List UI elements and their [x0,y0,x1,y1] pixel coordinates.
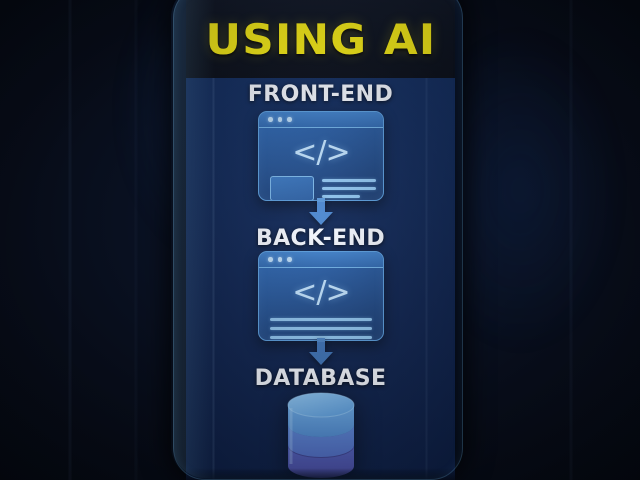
content-line [270,336,372,339]
content-line [270,327,372,330]
browser-titlebar [259,252,383,268]
page-title: USING AI [205,15,436,64]
content-line [270,318,372,321]
arrow-down-icon-front-to-back [186,198,455,226]
window-dot-icon [277,117,282,122]
window-dot-icon [268,257,273,262]
window-dot-icon [277,257,282,262]
back-end-browser-card[interactable]: </> [258,251,384,341]
phone-screen: USING AI FRONT-END </> BACK-END [186,0,455,480]
content-line [322,195,360,198]
front-end-browser-card[interactable]: </> [258,111,384,201]
browser-titlebar [259,112,383,128]
title-band: USING AI [186,0,455,78]
content-thumbnail [270,176,314,200]
code-brackets-icon: </> [259,270,383,314]
code-brackets-icon: </> [259,130,383,174]
step-label-database: DATABASE [186,366,455,391]
screen-vignette [186,0,455,480]
step-label-back-end: BACK-END [186,226,455,251]
arrow-down-icon-back-to-database [186,338,455,366]
content-line [322,179,376,182]
step-label-front-end: FRONT-END [186,82,455,107]
database-cylinder-icon[interactable] [285,392,357,480]
content-line [322,187,376,190]
window-dot-icon [287,117,292,122]
window-dot-icon [268,117,273,122]
screen-bottom-fade [186,468,455,480]
window-dot-icon [287,257,292,262]
